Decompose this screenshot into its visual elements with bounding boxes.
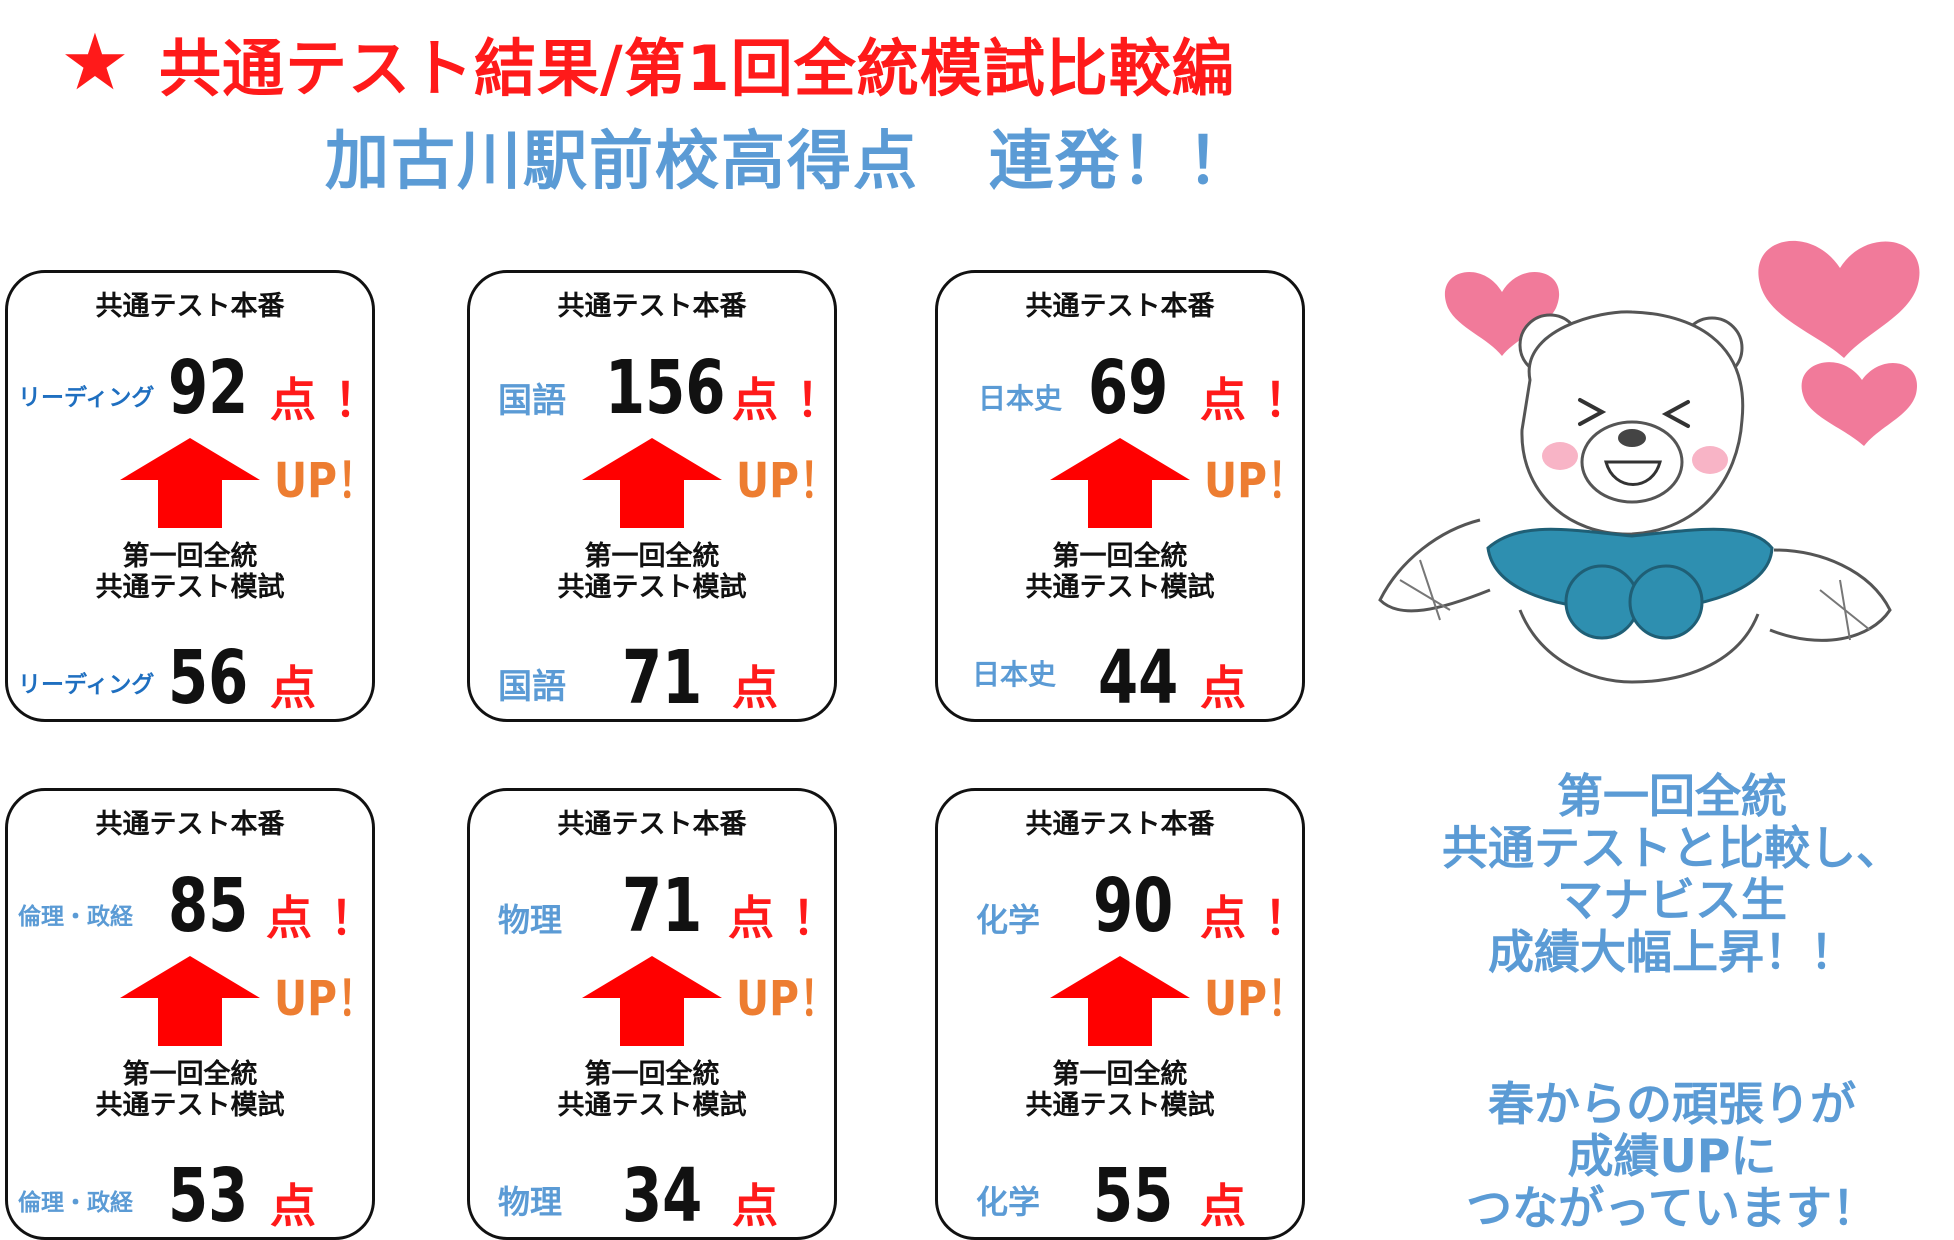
card-unit-final: 点！ — [1200, 891, 1328, 945]
side-message-line: つながっています！ — [1466, 1181, 1878, 1235]
card-score-final: 85 — [168, 863, 249, 949]
card-subject-mock: 化学 — [976, 1183, 1041, 1221]
card-unit-mock: 点 — [1200, 1179, 1246, 1233]
score-card-japanese: 共通テスト本番 国語 156 点！ UP！ 第一回全統 共通テスト模試 国語 7… — [467, 270, 842, 722]
card-score-mock: 56 — [168, 635, 249, 721]
card-top-label: 共通テスト本番 — [557, 291, 747, 322]
card-subject-final: 日本史 — [978, 382, 1063, 415]
card-subject-mock: 倫理・政経 — [18, 1190, 133, 1216]
card-subject-final: 倫理・政経 — [18, 904, 133, 930]
card-score-final: 71 — [622, 863, 703, 949]
score-card-chemistry: 共通テスト本番 化学 90 点！ UP！ 第一回全統 共通テスト模試 化学 55… — [935, 788, 1310, 1240]
card-subject-mock: 日本史 — [972, 658, 1057, 691]
page-title: ★ 共通テスト結果/第1回全統模試比較編 — [60, 18, 1235, 108]
card-unit-final: 点！ — [728, 891, 856, 945]
side-message-line: 共通テストと比較し、 — [1442, 821, 1902, 875]
score-card-physics: 共通テスト本番 物理 71 点！ UP！ 第一回全統 共通テスト模試 物理 34… — [467, 788, 840, 1240]
score-card-reading: 共通テスト本番 リーディング 92 点！ UP！ 第一回全統 共通テスト模試 リ… — [5, 270, 380, 722]
subtitle-part-b: 連発！！ — [989, 125, 1253, 199]
card-up-label: UP！ — [736, 971, 840, 1027]
side-message-line: 成績UPに — [1567, 1129, 1777, 1183]
card-subject-final: 国語 — [498, 381, 566, 421]
card-subject-mock: 物理 — [498, 1183, 563, 1221]
side-message-block-2: 春からの頑張りが 成績UPに つながっています！ — [1390, 1078, 1954, 1234]
heart-icon — [1444, 271, 1560, 356]
card-score-mock: 34 — [622, 1153, 703, 1239]
card-up-label: UP！ — [274, 971, 378, 1027]
card-up-label: UP！ — [1204, 453, 1308, 509]
star-icon: ★ — [60, 18, 131, 108]
card-subject-final: リーディング — [18, 385, 155, 411]
card-score-final: 156 — [605, 345, 726, 431]
card-score-mock: 55 — [1093, 1153, 1174, 1239]
heart-icon — [1801, 362, 1918, 446]
card-mock-label: 第一回全統 共通テスト模試 — [95, 541, 285, 603]
up-arrow-icon — [120, 438, 260, 528]
score-card-ethics-politics: 共通テスト本番 倫理・政経 85 点！ UP！ 第一回全統 共通テスト模試 倫理… — [5, 788, 378, 1240]
card-subject-final: 物理 — [498, 901, 563, 939]
card-score-mock: 71 — [622, 635, 703, 721]
card-score-final: 90 — [1093, 863, 1174, 949]
card-unit-mock: 点 — [270, 1179, 316, 1233]
card-mock-label: 第一回全統 共通テスト模試 — [1025, 541, 1215, 603]
up-arrow-icon — [582, 438, 722, 528]
up-arrow-icon — [120, 956, 260, 1046]
card-unit-mock: 点 — [732, 1179, 778, 1233]
card-mock-label: 第一回全統 共通テスト模試 — [95, 1059, 285, 1121]
card-subject-mock: 国語 — [498, 667, 566, 707]
card-unit-final: 点！ — [1200, 373, 1328, 427]
bear-with-hearts-illustration — [1378, 240, 1920, 684]
card-top-label: 共通テスト本番 — [557, 809, 747, 840]
card-unit-mock: 点 — [732, 661, 778, 715]
card-up-label: UP！ — [1204, 971, 1308, 1027]
card-unit-mock: 点 — [1200, 661, 1246, 715]
up-arrow-icon — [1050, 956, 1190, 1046]
heart-icon — [1758, 240, 1920, 358]
side-message-line: 春からの頑張りが — [1488, 1077, 1856, 1131]
card-unit-final: 点！ — [732, 373, 860, 427]
card-top-label: 共通テスト本番 — [95, 809, 285, 840]
card-score-final: 69 — [1088, 345, 1169, 431]
up-arrow-icon — [582, 956, 722, 1046]
side-message-block-1: 第一回全統 共通テストと比較し、 マナビス生 成績大幅上昇！！ — [1390, 770, 1954, 978]
card-top-label: 共通テスト本番 — [1025, 809, 1215, 840]
title-text: 共通テスト結果/第1回全統模試比較編 — [158, 32, 1235, 105]
card-top-label: 共通テスト本番 — [1025, 291, 1215, 322]
card-score-mock: 44 — [1098, 635, 1179, 721]
card-score-mock: 53 — [168, 1153, 249, 1239]
page-subtitle: 加古川駅前校高得点 連発！！ — [325, 110, 1253, 202]
up-arrow-icon — [1050, 438, 1190, 528]
card-mock-label: 第一回全統 共通テスト模試 — [557, 1059, 747, 1121]
side-message-line: 成績大幅上昇！！ — [1488, 925, 1856, 979]
card-up-label: UP！ — [274, 453, 378, 509]
card-top-label: 共通テスト本番 — [95, 291, 285, 322]
card-score-final: 92 — [168, 345, 249, 431]
card-unit-final: 点！ — [270, 373, 398, 427]
card-unit-mock: 点 — [270, 661, 316, 715]
subtitle-part-a: 加古川駅前校高得点 — [325, 125, 919, 199]
card-mock-label: 第一回全統 共通テスト模試 — [557, 541, 747, 603]
card-unit-final: 点！ — [266, 891, 394, 945]
card-subject-final: 化学 — [976, 901, 1041, 939]
card-up-label: UP！ — [736, 453, 840, 509]
side-message-line: 第一回全統 — [1557, 769, 1787, 823]
score-card-japanese-history: 共通テスト本番 日本史 69 点！ UP！ 第一回全統 共通テスト模試 日本史 … — [935, 270, 1310, 722]
side-message-line: マナビス生 — [1557, 873, 1787, 927]
card-mock-label: 第一回全統 共通テスト模試 — [1025, 1059, 1215, 1121]
card-subject-mock: リーディング — [18, 672, 155, 698]
